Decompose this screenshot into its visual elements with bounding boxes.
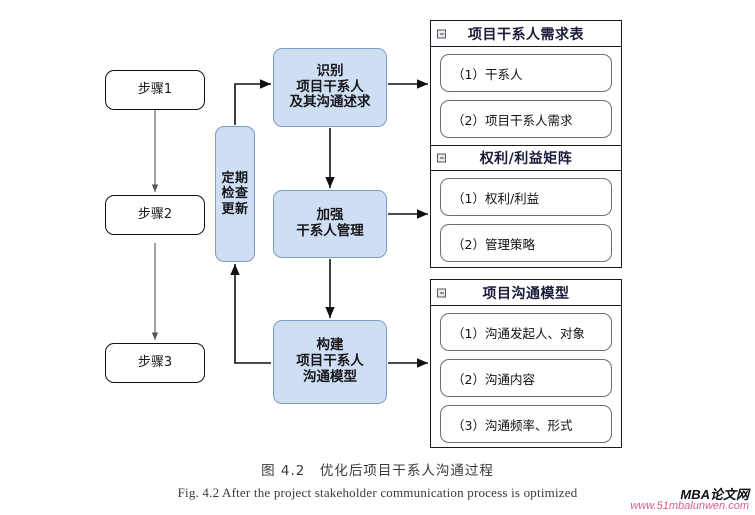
group-body-communication-model: （1）沟通发起人、对象 （2）沟通内容 （3）沟通频率、形式 [431,306,621,450]
group-panel-communication-model: 项目沟通模型 （1）沟通发起人、对象 （2）沟通内容 （3）沟通频率、形式 [430,279,622,448]
minus-square-icon[interactable] [437,288,446,297]
process-label: 加强 干系人管理 [296,207,364,239]
step-box-2[interactable]: 步骤2 [105,195,205,235]
group-header-communication-model[interactable]: 项目沟通模型 [431,280,621,306]
process-label: 构建 项目干系人 沟通模型 [296,337,364,385]
figure-caption-chinese: 图 4.2 优化后项目干系人沟通过程 [261,463,494,479]
periodic-review-label: 定期 检查 更新 [221,171,249,217]
group-title: 项目干系人需求表 [468,26,584,43]
watermark-title: MBA论文网 [680,487,749,502]
list-item[interactable]: （1）干系人 [440,54,612,92]
list-item[interactable]: （1）沟通发起人、对象 [440,313,612,351]
minus-square-icon[interactable] [437,153,446,163]
step-box-1[interactable]: 步骤1 [105,70,205,110]
sub-item-label: （2）管理策略 [452,236,535,252]
process-box-build-model[interactable]: 构建 项目干系人 沟通模型 [273,320,387,404]
process-label: 识别 项目干系人 及其沟通述求 [289,62,371,111]
sub-item-label: （1）干系人 [452,66,523,82]
figure-caption-english: Fig. 4.2 After the project stakeholder c… [177,485,578,500]
sub-item-label: （2）项目干系人需求 [452,112,573,128]
process-box-strengthen[interactable]: 加强 干系人管理 [273,190,387,258]
group-panel-top: 项目干系人需求表 （1）干系人 （2）项目干系人需求 权利/利益矩阵 （1）权利… [430,20,622,268]
group-header-stakeholder-requirements[interactable]: 项目干系人需求表 [431,21,621,47]
step-box-3[interactable]: 步骤3 [105,343,205,383]
process-box-identify[interactable]: 识别 项目干系人 及其沟通述求 [273,48,387,127]
watermark-url: www.51mbalunwen.com [630,500,749,512]
group-title: 项目沟通模型 [482,285,570,302]
sub-item-label: （3）沟通频率、形式 [452,417,573,433]
group-body-stakeholder-requirements: （1）干系人 （2）项目干系人需求 [431,47,621,145]
step-label: 步骤2 [137,207,173,223]
step-label: 步骤1 [137,82,173,98]
periodic-review-box[interactable]: 定期 检查 更新 [215,126,255,262]
sub-item-label: （1）沟通发起人、对象 [452,325,585,341]
group-title: 权利/利益矩阵 [479,151,573,167]
sub-item-label: （1）权利/利益 [452,190,540,206]
list-item[interactable]: （2）项目干系人需求 [440,100,612,138]
step-label: 步骤3 [137,355,173,371]
list-item[interactable]: （1）权利/利益 [440,178,612,216]
minus-square-icon[interactable] [437,29,446,38]
list-item[interactable]: （2）管理策略 [440,224,612,262]
list-item[interactable]: （3）沟通频率、形式 [440,405,612,443]
list-item[interactable]: （2）沟通内容 [440,359,612,397]
sub-item-label: （2）沟通内容 [452,371,535,387]
group-header-power-interest-matrix[interactable]: 权利/利益矩阵 [431,145,621,171]
group-body-power-interest-matrix: （1）权利/利益 （2）管理策略 [431,171,621,269]
